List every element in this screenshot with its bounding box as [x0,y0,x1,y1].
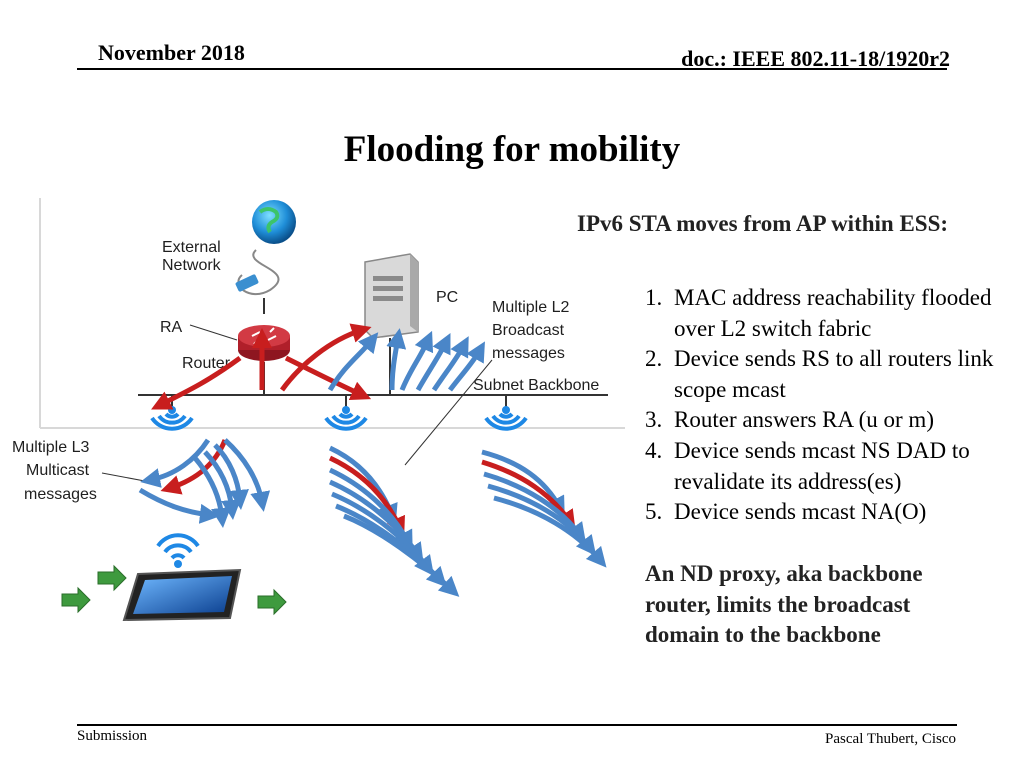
label-subnet-backbone: Subnet Backbone [473,377,599,394]
label-l3-2: Multicast [26,462,90,479]
intro-text: IPv6 STA moves from AP within ESS: [577,211,949,236]
step-text: Router answers RA (u or m) [674,407,934,433]
label-l3-3: messages [24,486,97,503]
step-number: 2. [645,346,663,372]
access-point-3-wifi-icon [484,406,528,431]
label-l2-3: messages [492,345,565,362]
header-rule [77,68,947,70]
footer-author: Pascal Thubert, Cisco [825,731,956,747]
step-item: 1. MAC address reachability flooded over … [645,283,1015,344]
label-l2-1: Multiple L2 [492,299,569,316]
header-doc-id: doc.: IEEE 802.11-18/1920r2 [681,46,950,71]
label-l3-1: Multiple L3 [12,439,89,456]
step-item: 4. Device sends mcast NS DAD to revalidat… [645,436,1015,497]
movement-arrows [61,564,287,616]
header-date: November 2018 [98,40,245,65]
access-point-2-wifi-icon [324,406,368,431]
slide-title: Flooding for mobility [343,129,681,170]
label-external-2: Network [162,257,222,274]
ra-red-arrows [151,323,372,410]
l3-multicast-arrows [138,438,271,528]
step-item: 2. Device sends RS to all routers link sc… [645,344,1015,405]
label-l2-2: Broadcast [492,322,565,339]
pc-server-icon [364,253,419,339]
ap3-flood-arrows [481,449,607,568]
label-external-1: External [162,239,221,256]
label-router: Router [182,355,231,372]
step-text: MAC address reachability flooded over L2… [674,285,992,341]
step-item: 5. Device sends mcast NA(O) [645,497,1015,528]
step-item: 3. Router answers RA (u or m) [645,405,1015,436]
ap2-flood-arrows [328,445,460,597]
tablet-device-icon [122,568,242,622]
device-wifi-icon [156,533,200,568]
steps-list: 1. MAC address reachability flooded over … [645,283,1015,528]
l2-broadcast-arrows [327,328,485,392]
step-text: Device sends RS to all routers link scop… [674,346,994,402]
step-text: Device sends mcast NA(O) [674,499,927,525]
footer-submission: Submission [77,728,148,744]
step-text: Device sends mcast NS DAD to revalidate … [674,437,970,494]
footer-rule [77,724,957,726]
step-number: 5. [645,499,663,525]
label-ra: RA [160,319,183,336]
cable-plug-icon [235,274,259,292]
diagram-frame [39,198,625,429]
closing-text: An ND proxy, aka backbone router, limits… [645,561,923,648]
network-diagram: External Network PC RA Router Subnet Bac… [12,198,625,622]
step-number: 3. [645,407,663,433]
step-number: 1. [645,285,663,310]
label-pc: PC [436,289,458,306]
step-number: 4. [645,437,663,463]
access-point-1-wifi-icon [150,406,194,431]
